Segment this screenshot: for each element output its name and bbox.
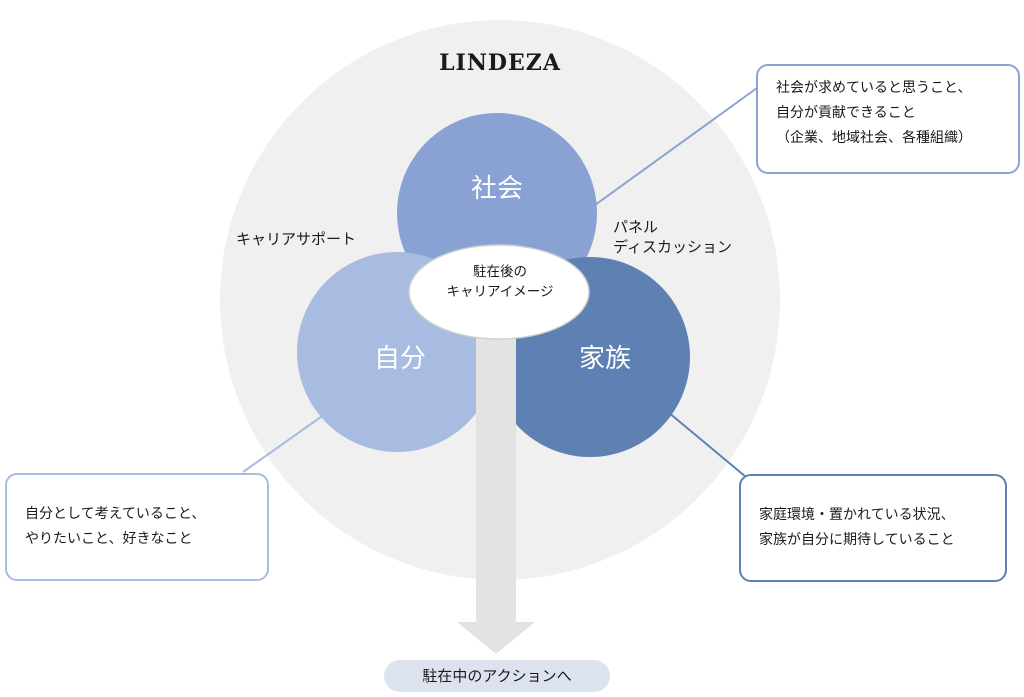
panel-label-line2: ディスカッション: [613, 238, 732, 256]
circle-label-self: 自分: [373, 344, 426, 374]
brand-title: LINDEZA: [439, 50, 561, 76]
callout-self-line: 自分として考えていること、: [25, 506, 206, 522]
connector-society: [594, 87, 758, 206]
callout-society-line: （企業、地域社会、各種組織）: [776, 130, 972, 146]
circle-label-family: 家族: [578, 344, 631, 374]
panel-label-line1: パネル: [613, 218, 659, 236]
callout-family-line: 家庭環境・置かれている状況、: [759, 507, 955, 523]
center-label: 駐在後の キャリアイメージ: [412, 262, 588, 302]
connector-self: [242, 406, 336, 473]
center-label-line1: 駐在後の: [473, 264, 527, 280]
callout-self-line: やりたいこと、好きなこと: [25, 531, 193, 547]
panel-discussion-label: パネル ディスカッション: [613, 217, 732, 257]
callout-society: 社会が求めていると思うこと、 自分が貢献できること （企業、地域社会、各種組織）: [756, 64, 1020, 174]
down-arrow: [457, 310, 535, 654]
center-label-line2: キャリアイメージ: [446, 284, 554, 300]
callout-self: 自分として考えていること、 やりたいこと、好きなこと: [5, 473, 269, 581]
career-support-label: キャリアサポート: [236, 230, 357, 248]
callout-society-line: 自分が貢献できること: [776, 105, 916, 121]
callout-family-line: 家族が自分に期待していること: [759, 532, 955, 548]
callout-society-line: 社会が求めていると思うこと、: [776, 80, 972, 96]
center-ellipse: [408, 244, 590, 340]
next-action-pill: 駐在中のアクションへ: [384, 660, 610, 692]
circle-label-society: 社会: [470, 174, 523, 204]
callout-family: 家庭環境・置かれている状況、 家族が自分に期待していること: [739, 474, 1007, 582]
